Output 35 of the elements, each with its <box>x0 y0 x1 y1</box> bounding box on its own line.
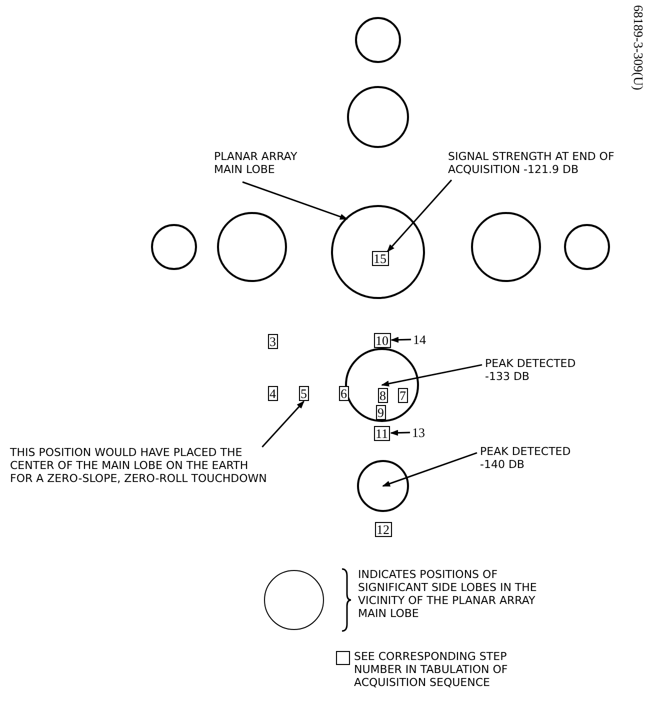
step-number: 7 <box>398 388 408 402</box>
step-number: 8 <box>378 388 388 402</box>
figure-number: 68189-3-309(U) <box>630 5 646 90</box>
leader-arrow <box>382 452 478 487</box>
callout-text: PEAK DETECTED -133 DB <box>485 357 585 383</box>
leader-arrow <box>262 400 304 448</box>
step-number: 10 <box>374 332 390 348</box>
leader-arrow <box>386 180 452 252</box>
step-number: 3 <box>268 334 278 348</box>
side-lobe-circle <box>355 17 401 63</box>
side-lobe-circle <box>347 86 409 148</box>
step-number: 15 <box>372 250 388 266</box>
peak-circle <box>357 460 409 512</box>
side-lobe-circle <box>471 212 541 282</box>
leader-arrow <box>242 181 348 220</box>
side-lobe-circle <box>217 212 287 282</box>
leader-arrow <box>390 430 410 436</box>
step-number: 5 <box>298 386 309 400</box>
callout-number: 14 <box>413 333 426 346</box>
side-lobe-circle <box>564 224 610 270</box>
leader-arrow <box>381 364 482 387</box>
callout-text: PLANAR ARRAY MAIN LOBE <box>214 150 309 176</box>
step-number: 6 <box>338 386 349 400</box>
step-number: 12 <box>374 522 392 536</box>
step-number: 11 <box>374 426 390 440</box>
callout-text: SIGNAL STRENGTH AT END OF ACQUISITION -121.9 DB <box>448 150 623 176</box>
legend-text: SEE CORRESPONDING STEP NUMBER IN TABULATION OF ACQUISITION SEQUENCE <box>354 650 509 689</box>
step-number: 4 <box>268 386 278 400</box>
legend-text: INDICATES POSITIONS OF SIGNIFICANT SIDE LOBES IN THE VICINITY OF THE PLANAR ARRAY MAIN LOBE <box>358 568 538 620</box>
callout-text: PEAK DETECTED -140 DB <box>480 445 580 471</box>
callout-text: THIS POSITION WOULD HAVE PLACED THE CENTER OF THE MAIN LOBE ON THE EARTH FOR A ZERO-SLOPE, ZERO-ROLL TOUCHDOWN <box>10 446 270 485</box>
main-lobe-circle <box>331 205 425 299</box>
leader-arrow <box>390 336 412 343</box>
side-lobe-circle <box>151 224 197 270</box>
callout-number: 13 <box>412 426 425 439</box>
